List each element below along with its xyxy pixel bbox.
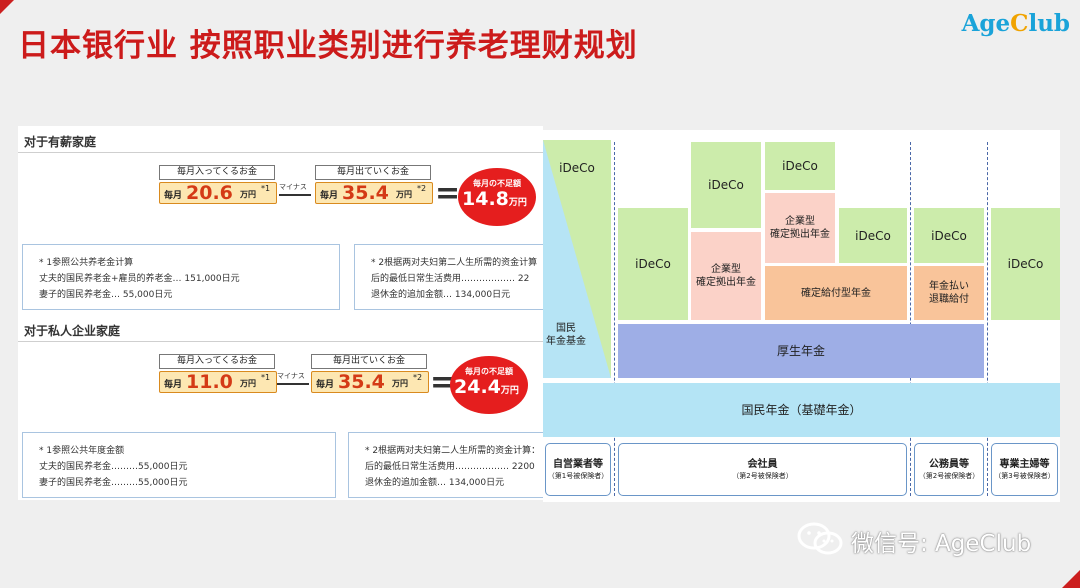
ideco-block: iDeCo xyxy=(914,208,984,263)
pension-structure-diagram: iDeCo 国民年金基金 iDeCo iDeCo 企業型確定拠出年金 iDeCo… xyxy=(543,130,1060,502)
income-label: 毎月入ってくるお金 xyxy=(159,165,275,180)
minus-sign xyxy=(279,194,311,196)
income-amount: 毎月 20.6 万円 *1 xyxy=(159,182,277,204)
column-divider xyxy=(614,142,615,496)
wechat-icon xyxy=(797,522,843,555)
page-title: 日本银行业 按照职业类别进行养老理财规划 xyxy=(18,28,638,64)
expense-amount: 毎月 35.4 万円 *2 xyxy=(311,371,429,393)
corporate-dc-block: 企業型確定拠出年金 xyxy=(691,232,761,320)
category-public-servant: 公務員等（第2号被保険者） xyxy=(914,443,984,496)
ideco-block: iDeCo xyxy=(839,208,907,263)
income-amount: 毎月 11.0 万円 *1 xyxy=(159,371,277,393)
corporate-dc-block: 企業型確定拠出年金 xyxy=(765,193,835,263)
ideco-block: iDeCo xyxy=(991,208,1060,320)
ideco-block: iDeCo xyxy=(765,142,835,190)
section-divider xyxy=(18,152,543,153)
household-comparison-panel: 对于有薪家庭 毎月入ってくるお金 毎月出ていくお金 毎月 20.6 万円 *1 … xyxy=(18,126,554,500)
pension-note-box: * 1参照公共年度金额 丈夫的国民养老金………55,000日元 妻子的国民养老金… xyxy=(22,432,336,498)
pension-note-box: * 1参照公共养老金计算 丈夫的国民养老金+雇员的养老金… 151,000日元 … xyxy=(22,244,340,310)
category-self-employed: 自営業者等（第1号被保険者） xyxy=(545,443,611,496)
ideco-block: iDeCo xyxy=(618,208,688,320)
column-divider xyxy=(910,142,911,496)
defined-benefit-block: 確定給付型年金 xyxy=(765,266,907,320)
category-company-employee: 会社員（第2号被保険者） xyxy=(618,443,907,496)
column-divider xyxy=(987,142,988,496)
corner-decoration-bottom-right xyxy=(1062,570,1080,588)
kokumin-nenkin-kikin-label: 国民年金基金 xyxy=(546,323,586,347)
ideco-block: iDeCo xyxy=(691,142,761,228)
expense-label: 毎月出ていくお金 xyxy=(311,354,427,369)
expense-amount: 毎月 35.4 万円 *2 xyxy=(315,182,433,204)
national-pension-block: 国民年金（基礎年金） xyxy=(543,383,1060,437)
monthly-deficit-badge: 毎月の不足額 14.8万円 xyxy=(458,168,536,226)
minus-label: マイナス xyxy=(279,183,307,191)
ideco-label: iDeCo xyxy=(559,161,595,175)
expense-note-box: * 2根据两对夫妇第二人生所需的资金计算： 后的最低日常生活费用……………… 2… xyxy=(348,432,548,498)
category-homemaker: 専業主婦等（第3号被保険者） xyxy=(991,443,1058,496)
ageclub-logo: AgeClub xyxy=(961,10,1070,37)
section-heading-private: 对于私人企业家庭 xyxy=(24,324,121,338)
minus-label: マイナス xyxy=(277,372,305,380)
annuity-retirement-benefit-block: 年金払い退職給付 xyxy=(914,266,984,320)
employees-pension-block: 厚生年金 xyxy=(618,324,984,378)
wechat-watermark: 微信号: AgeClub xyxy=(796,518,1080,558)
expense-label: 毎月出ていくお金 xyxy=(315,165,431,180)
income-label: 毎月入ってくるお金 xyxy=(159,354,275,369)
minus-sign xyxy=(277,383,309,385)
monthly-deficit-badge: 毎月の不足額 24.4万円 xyxy=(450,356,528,414)
ideco-triangle xyxy=(543,140,611,378)
watermark-text: 微信号: AgeClub xyxy=(851,531,1032,557)
section-divider xyxy=(18,341,543,342)
expense-note-box: * 2根据两对夫妇第二人生所需的资金计算 后的最低日常生活费用……………… 22… xyxy=(354,244,554,310)
section-heading-salaried: 对于有薪家庭 xyxy=(24,135,97,149)
equals-sign: = xyxy=(435,176,461,211)
corner-decoration-top-left xyxy=(0,0,14,14)
